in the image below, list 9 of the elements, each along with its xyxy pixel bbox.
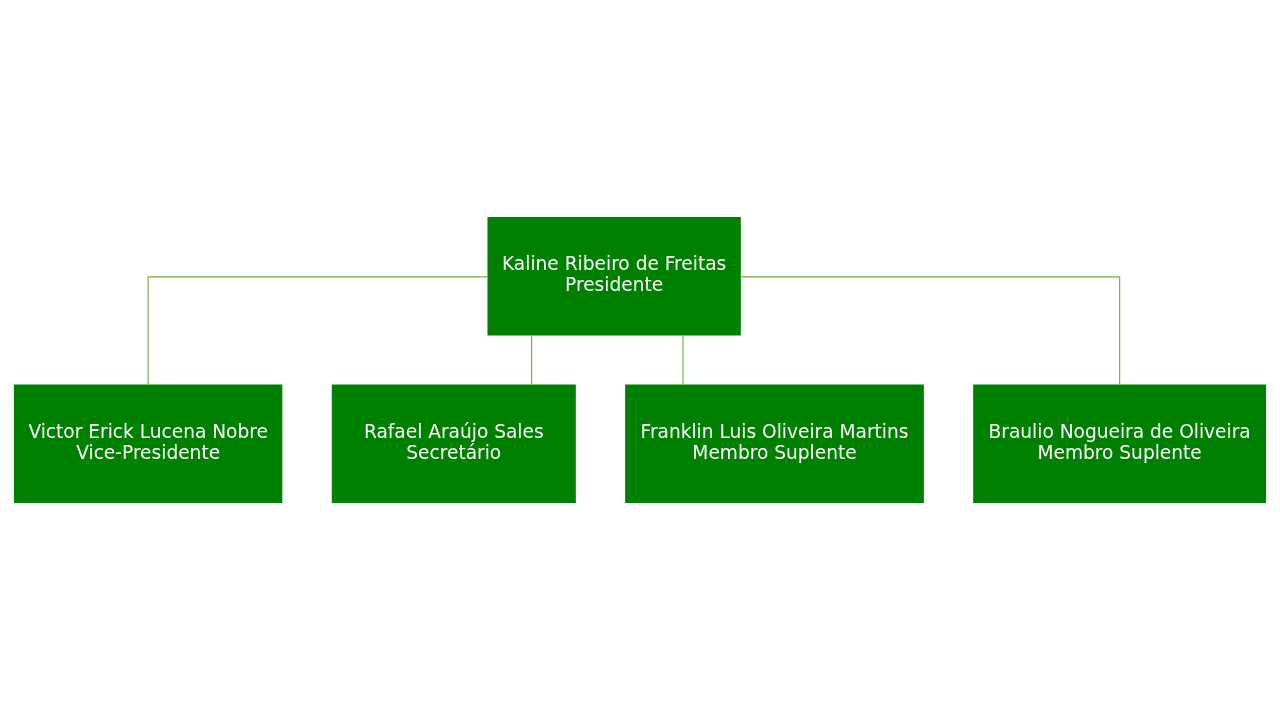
connector [147, 276, 489, 386]
node-box: Braulio Nogueira de Oliveira Membro Suplente [973, 384, 1267, 503]
node-box: Franklin Luis Oliveira Martins Membro Suplente [625, 384, 924, 503]
node-box: Rafael Araújo Sales Secretário [331, 384, 576, 503]
node-box: Kaline Ribeiro de Freitas Presidente [487, 217, 741, 336]
connector [739, 276, 1121, 386]
connector [531, 334, 533, 386]
connector [682, 334, 684, 386]
node-box: Victor Erick Lucena Nobre Vice-Presidente [13, 384, 283, 503]
